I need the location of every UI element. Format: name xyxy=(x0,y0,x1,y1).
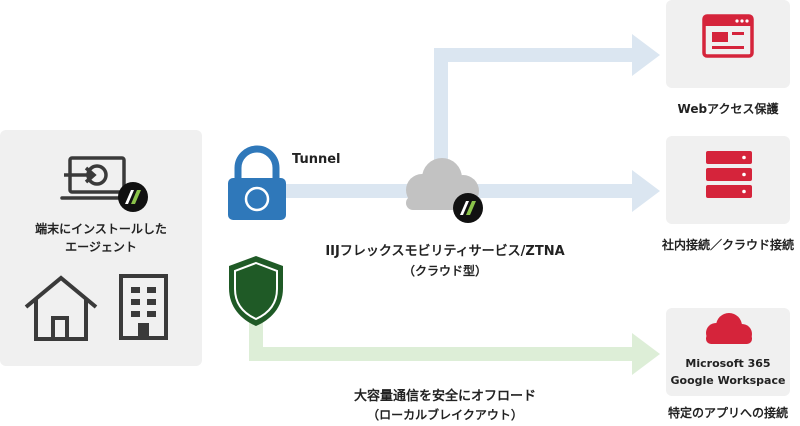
offload-sublabel: （ローカルブレイクアウト） xyxy=(367,408,523,422)
office-building-icon xyxy=(119,274,168,340)
agent-label-line1: 端末にインストールした xyxy=(35,222,167,236)
offload-arrow xyxy=(249,312,660,375)
web-browser-icon xyxy=(702,14,754,58)
house-icon xyxy=(24,275,98,341)
agent-badge-icon xyxy=(118,182,148,212)
service-name: IIJフレックスモビリティサービス/ZTNA xyxy=(325,244,565,259)
endpoint-panel xyxy=(0,130,202,366)
agent-label-line2: エージェント xyxy=(65,240,137,254)
destination-label-internal: 社内接続／クラウド接続 xyxy=(661,238,794,252)
laptop-login-icon xyxy=(60,156,134,200)
padlock-icon xyxy=(228,145,286,220)
app-name-microsoft: Microsoft 365 xyxy=(685,357,771,370)
shield-icon xyxy=(229,256,283,326)
server-icon xyxy=(706,151,752,198)
service-badge-icon xyxy=(453,193,483,223)
service-subtitle: （クラウド型） xyxy=(402,264,487,278)
destination-label-web: Webアクセス保護 xyxy=(677,102,779,116)
app-name-google: Google Workspace xyxy=(670,374,786,387)
offload-label: 大容量通信を安全にオフロード xyxy=(353,389,536,404)
destination-label-apps: 特定のアプリへの接続 xyxy=(667,406,788,420)
red-cloud-icon xyxy=(706,313,752,344)
tunnel-label: Tunnel xyxy=(292,152,341,167)
